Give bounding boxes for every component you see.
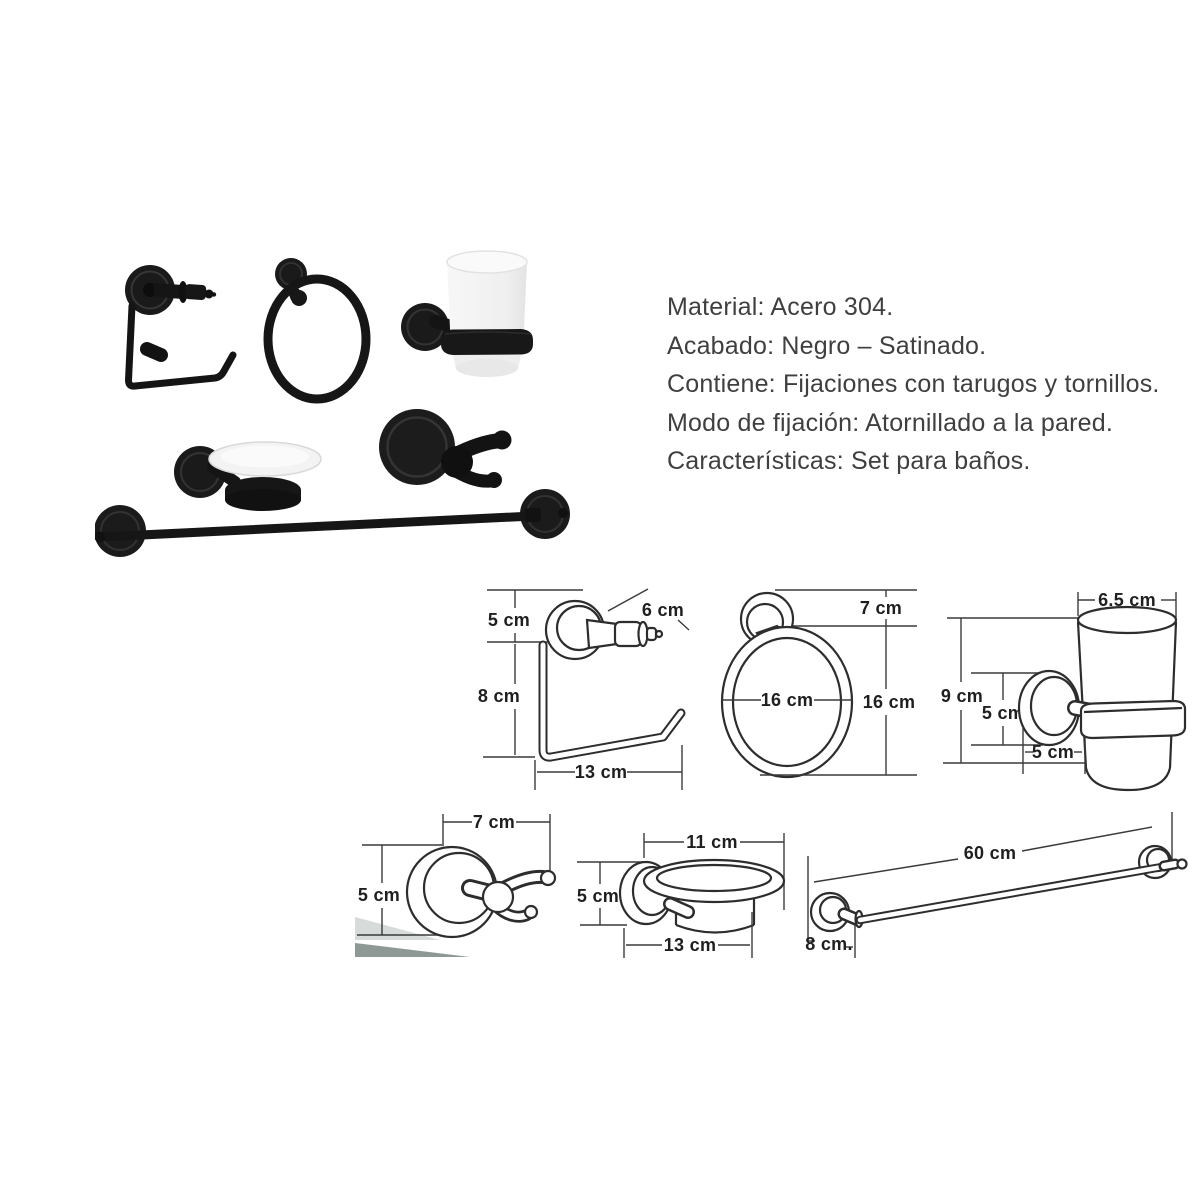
- spec-line-mounting: Modo de fijación: Atornillado a la pared…: [667, 408, 1113, 437]
- dim-label-width: 7 cm: [473, 812, 515, 832]
- diagram-towel-ring: 7 cm 16 cm 16 cm: [720, 589, 917, 779]
- photo-towel-ring: [263, 258, 371, 404]
- spec-line-characteristics: Características: Set para baños.: [667, 447, 1031, 475]
- dim-label-mount: 8 cm.: [805, 934, 853, 954]
- dim-label-depth: 7 cm: [860, 598, 902, 618]
- diagram-towel-bar: 60 cm 8 cm.: [805, 812, 1188, 958]
- dim-label-cup-diameter: 6.5 cm: [1098, 590, 1156, 610]
- diagram-soap-dish: 11 cm 5 cm 13 cm: [577, 832, 786, 958]
- diagram-tumbler-holder: 6.5 cm 9 cm 5 cm 5 cm: [941, 590, 1187, 792]
- spec-line-contents: Contiene: Fijaciones con tarugos y torni…: [667, 370, 1160, 398]
- diagram-robe-hook: 7 cm 5 cm: [355, 812, 557, 957]
- dim-label-depth: 5 cm: [1032, 742, 1074, 762]
- dim-label-height: 5 cm: [577, 886, 619, 906]
- dim-label-plate-diameter: 5 cm: [982, 703, 1024, 723]
- dim-label-width: 13 cm: [664, 935, 717, 955]
- photo-shadow-light: [355, 917, 440, 940]
- product-photo-collage: [95, 250, 570, 557]
- dim-label-inner-diameter: 16 cm: [761, 690, 814, 710]
- dim-label-dish-diameter: 11 cm: [686, 832, 738, 852]
- photo-shadow-dark: [355, 943, 470, 957]
- spec-line-material: Material: Acero 304.: [667, 293, 894, 321]
- dim-label-height: 16 cm: [863, 692, 916, 712]
- photo-tumbler-holder: [401, 250, 533, 377]
- dim-label-drop-height: 8 cm: [478, 686, 520, 706]
- dim-label-width: 13 cm: [575, 762, 628, 782]
- photo-soap-dish: [174, 441, 322, 511]
- photo-towel-bar: [95, 342, 570, 557]
- dim-label-roller-length: 6 cm: [642, 600, 684, 620]
- dim-label-height: 5 cm: [358, 885, 400, 905]
- dim-label-mount-height: 5 cm: [488, 610, 530, 630]
- diagram-toilet-paper-holder: 5 cm 6 cm 8 cm 13 cm: [478, 588, 690, 790]
- dim-label-length: 60 cm: [964, 843, 1017, 863]
- photo-toilet-paper-holder: [125, 265, 237, 390]
- spec-list: Material: Acero 304. Acabado: Negro – Sa…: [667, 288, 1160, 481]
- spec-line-finish: Acabado: Negro – Satinado.: [667, 331, 987, 360]
- dim-label-height: 9 cm: [941, 686, 983, 706]
- photo-double-robe-hook: [379, 409, 512, 488]
